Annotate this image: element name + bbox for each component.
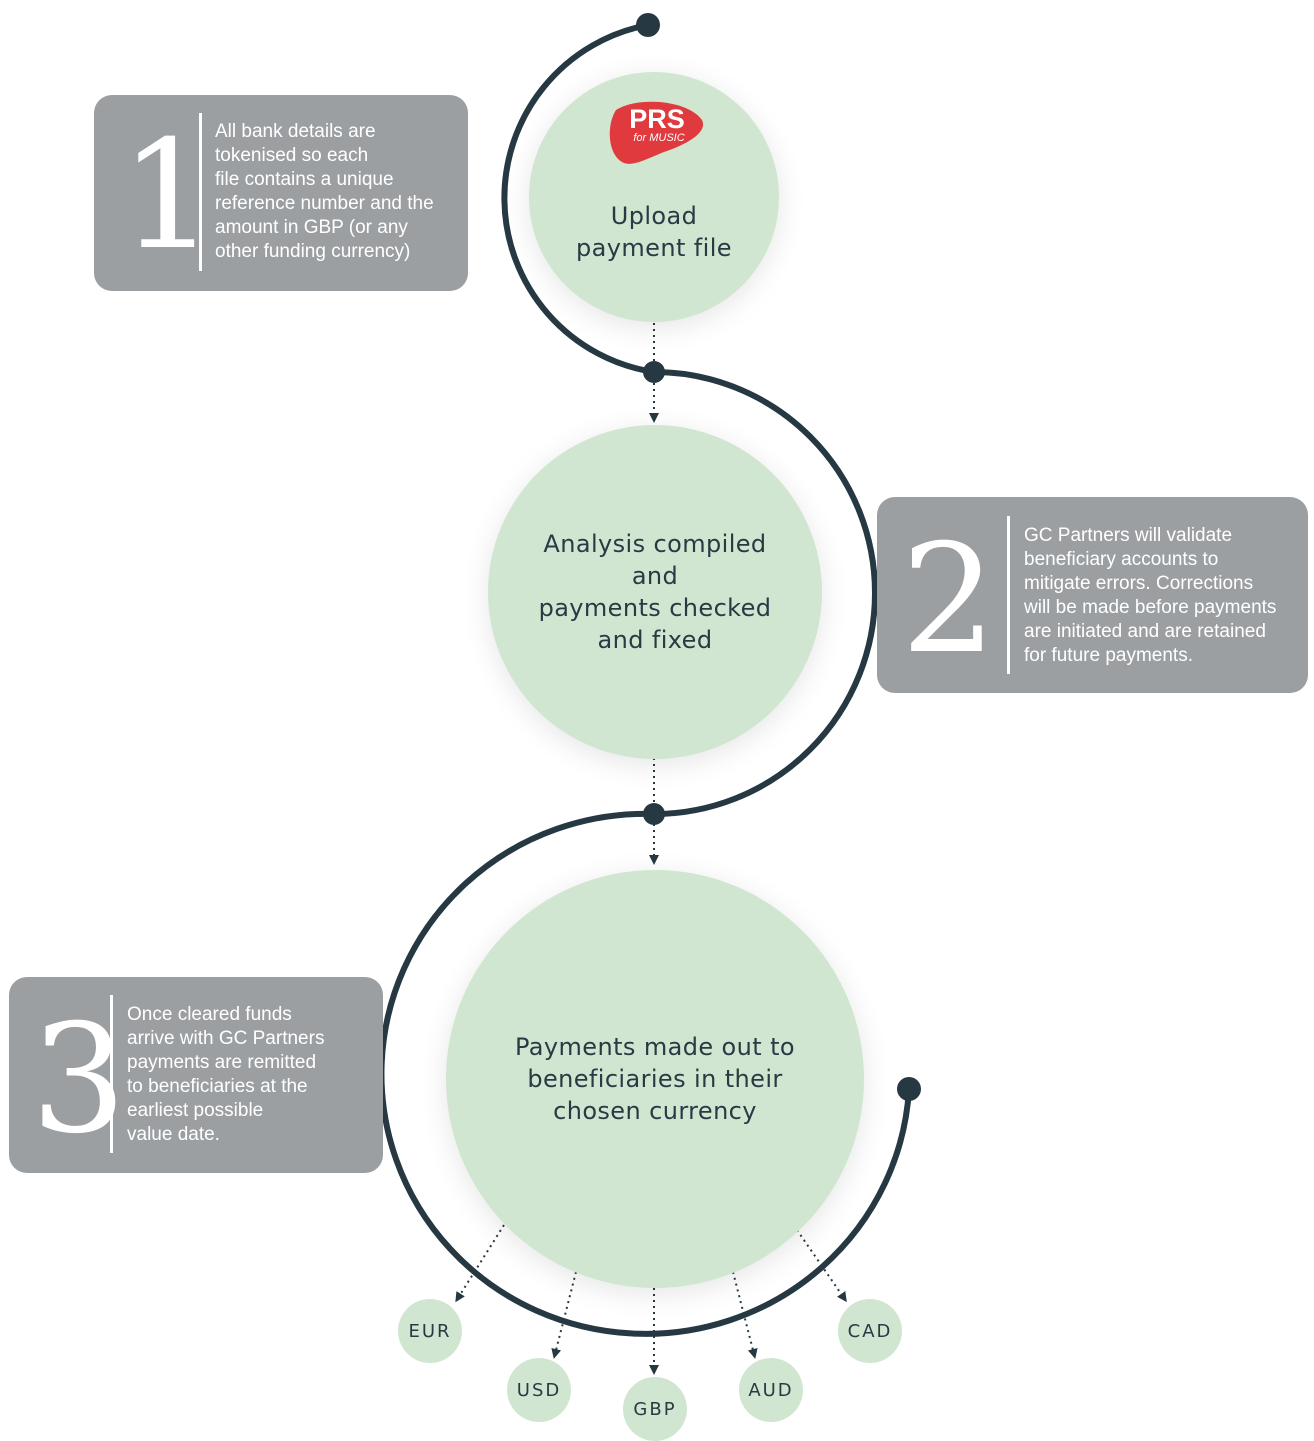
step-3-description: Once cleared funds arrive with GC Partne…	[127, 1004, 325, 1145]
stage-analysis-title: Analysis compiled and payments checked a…	[538, 530, 772, 654]
arrow-to-cad	[796, 1229, 847, 1303]
stage-upload-title: Upload payment file	[576, 202, 732, 262]
currency-aud: AUD	[739, 1358, 803, 1422]
flow-dot-start	[636, 13, 660, 37]
currency-gbp: GBP	[623, 1377, 687, 1441]
arrow-to-eur	[455, 1224, 505, 1303]
step-2-number: 2	[901, 513, 997, 687]
flow-curve-bottom	[378, 810, 912, 1337]
step-2-card: 2 GC Partners will validate beneficiary …	[877, 497, 1308, 693]
flow-curve-middle	[653, 369, 878, 817]
stage-payments-title: Payments made out to beneficiaries in th…	[515, 1033, 795, 1125]
currency-eur: EUR	[398, 1299, 462, 1363]
currency-usd: USD	[507, 1358, 571, 1422]
step-2-description: GC Partners will validate beneficiary ac…	[1024, 525, 1277, 666]
step-1-card: 1 All bank details are tokenised so each…	[94, 95, 468, 291]
step-2-divider	[1007, 516, 1010, 674]
prs-logo: PRS for MUSIC	[608, 100, 706, 166]
flow-curve-top	[501, 22, 655, 375]
prs-logo-sub: for MUSIC	[633, 132, 685, 144]
arrow-to-usd	[551, 1271, 577, 1359]
step-1-divider	[199, 113, 202, 271]
step-1-description: All bank details are tokenised so each f…	[215, 121, 434, 262]
currency-cad: CAD	[838, 1299, 902, 1363]
arrow-to-aud	[732, 1271, 758, 1359]
prs-logo-main: PRS	[629, 104, 685, 134]
step-3-card: 3 Once cleared funds arrive with GC Part…	[9, 977, 383, 1173]
step-3-divider	[110, 995, 113, 1153]
stage-payments-circle: Payments made out to beneficiaries in th…	[446, 870, 864, 1288]
flow-dot-end	[897, 1077, 921, 1101]
stage-analysis-circle: Analysis compiled and payments checked a…	[488, 425, 822, 759]
